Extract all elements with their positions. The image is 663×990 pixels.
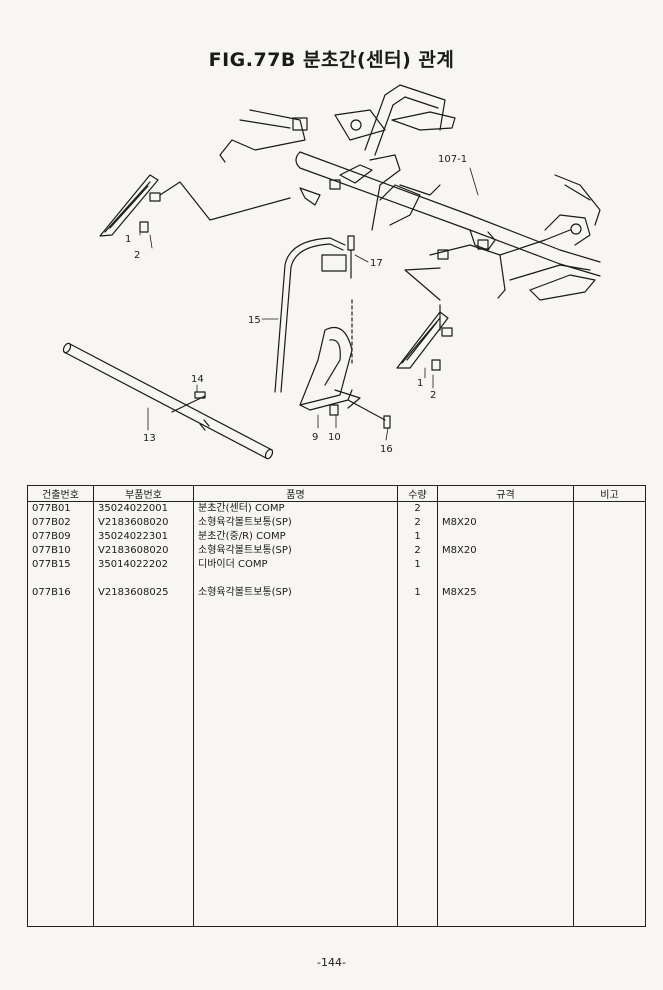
cell-part-no: 35024022301 (93, 530, 194, 544)
cell-spec (437, 530, 574, 544)
table-row (27, 572, 646, 586)
center-divider-9 (299, 299, 391, 429)
cell-qty: 1 (397, 586, 438, 600)
cell-spec (437, 501, 574, 516)
cell-code: 077B02 (27, 516, 94, 530)
table-row: 077B02 V2183608020 소형육각볼트보통(SP) 2 M8X20 (27, 516, 646, 530)
col-header-note: 비고 (573, 485, 646, 502)
cell-qty: 1 (397, 558, 438, 572)
col-header-part-no: 부품번호 (93, 485, 194, 502)
callout-2-left: 2 (134, 250, 140, 261)
cell-note (573, 516, 646, 530)
cell-qty: 2 (397, 501, 438, 516)
cell-name: 디바이더 COMP (193, 558, 398, 572)
cell-spec (437, 558, 574, 572)
exploded-parts-diagram: 107-1 1 2 17 15 1 2 14 13 9 10 16 (62, 84, 601, 460)
col-header-code: 건출번호 (27, 485, 94, 502)
cell-note (573, 501, 646, 516)
col-header-spec: 규격 (437, 485, 574, 502)
cell-code: 077B09 (27, 530, 94, 544)
table-row: 077B09 35024022301 분초간(중/R) COMP 1 (27, 530, 646, 544)
divider-point-left (99, 174, 291, 237)
cell-spec: M8X20 (437, 544, 574, 558)
cell-code: 077B01 (27, 501, 94, 516)
callout-13: 13 (143, 433, 156, 444)
cell-name: 소형육각볼트보통(SP) (193, 544, 398, 558)
cell-qty: 1 (397, 530, 438, 544)
callout-1-right: 1 (417, 378, 423, 389)
cell-note (573, 586, 646, 600)
cell-name: 소형육각볼트보통(SP) (193, 516, 398, 530)
cell-part-no: V2183608020 (93, 544, 194, 558)
cell-note (573, 530, 646, 544)
callout-15: 15 (248, 315, 261, 326)
pipe-13 (62, 342, 274, 460)
cell-qty: 2 (397, 516, 438, 530)
cell-name: 분초간(중/R) COMP (193, 530, 398, 544)
cell-name (193, 572, 398, 586)
cell-part-no: 35014022202 (93, 558, 194, 572)
page-number: -144- (317, 956, 346, 969)
divider-point-right (396, 267, 453, 371)
cell-spec: M8X25 (437, 586, 574, 600)
cell-name: 소형육각볼트보통(SP) (193, 586, 398, 600)
cell-code (27, 572, 94, 586)
cell-note (573, 558, 646, 572)
cell-code: 077B10 (27, 544, 94, 558)
cell-part-no: V2183608025 (93, 586, 194, 600)
cell-code: 077B16 (27, 586, 94, 600)
table-row: 077B10 V2183608020 소형육각볼트보통(SP) 2 M8X20 (27, 544, 646, 558)
table-row: 077B15 35014022202 디바이더 COMP 1 (27, 558, 646, 572)
callout-2-right: 2 (430, 390, 436, 401)
table-empty-space (27, 600, 646, 927)
callout-107-1: 107-1 (438, 154, 467, 165)
cell-code: 077B15 (27, 558, 94, 572)
callout-1-left: 1 (125, 234, 131, 245)
divider-rod-15 (274, 235, 355, 393)
callout-14: 14 (191, 374, 204, 385)
cell-part-no: 35024022001 (93, 501, 194, 516)
cell-name: 분초간(센터) COMP (193, 501, 398, 516)
callout-9: 9 (312, 432, 318, 443)
cell-spec: M8X20 (437, 516, 574, 530)
page-title: FIG.77B 분초간(센터) 관계 (208, 49, 455, 71)
cell-spec (437, 572, 574, 586)
callout-17: 17 (370, 258, 383, 269)
col-header-qty: 수량 (397, 485, 438, 502)
table-header-row: 건출번호 부품번호 품명 수량 규격 비고 (27, 485, 646, 502)
parts-table: 건출번호 부품번호 품명 수량 규격 비고 077B01 35024022001… (27, 485, 646, 927)
cell-note (573, 572, 646, 586)
callout-16: 16 (380, 444, 393, 455)
cell-qty: 2 (397, 544, 438, 558)
cell-qty (397, 572, 438, 586)
frame-assembly (219, 84, 601, 301)
callout-10: 10 (328, 432, 341, 443)
table-row: 077B16 V2183608025 소형육각볼트보통(SP) 1 M8X25 (27, 586, 646, 600)
cell-part-no: V2183608020 (93, 516, 194, 530)
col-header-name: 품명 (193, 485, 398, 502)
cell-part-no (93, 572, 194, 586)
cell-note (573, 544, 646, 558)
table-row: 077B01 35024022001 분초간(센터) COMP 2 (27, 501, 646, 516)
